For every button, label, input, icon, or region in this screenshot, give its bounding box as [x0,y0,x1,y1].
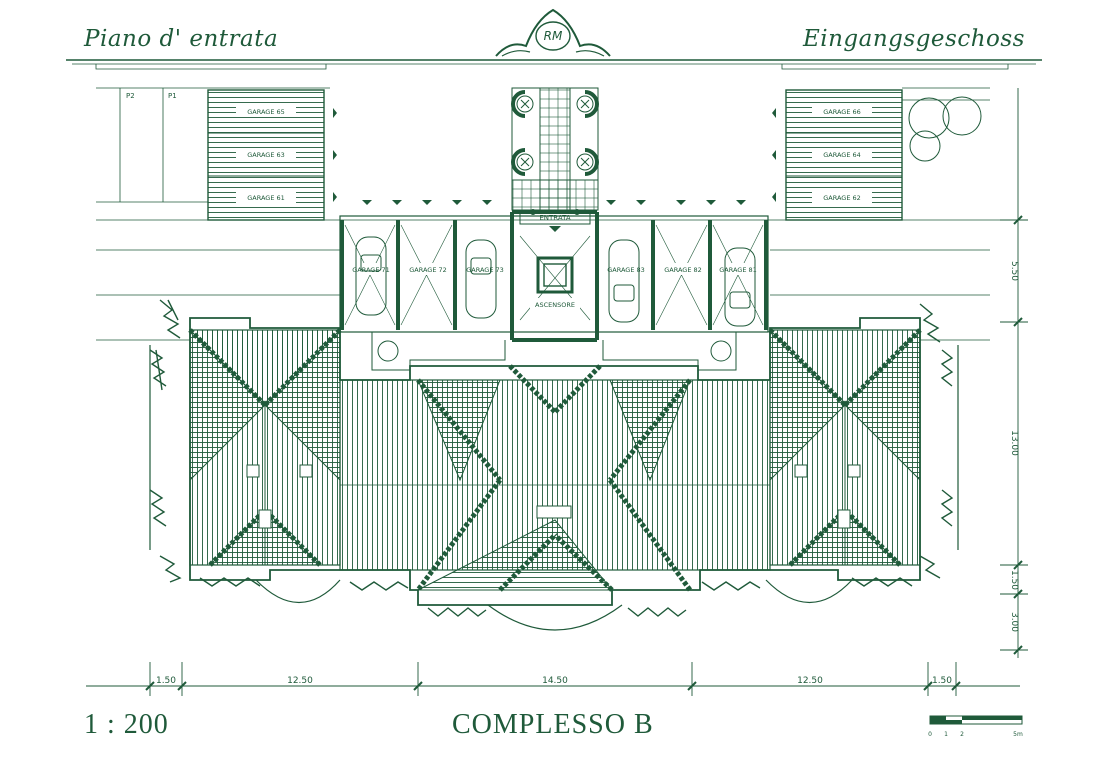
driveway-markers [333,108,776,205]
dim-bottom-2: 12.50 [287,676,313,686]
title-right: Eingangsgeschoss [802,26,1025,52]
scalebar-label-1: 1 [944,731,948,738]
garage-72-label: GARAGE 72 [409,266,447,274]
balconies [149,345,959,631]
scalebar-labels: 0 1 2 5m [928,731,1023,738]
planting [149,299,954,617]
garage-block-top-right: GARAGE 66 GARAGE 64 GARAGE 62 [785,87,990,221]
dim-bottom-3: 14.50 [542,676,568,686]
scalebar-label-5m: 5m [1013,731,1023,738]
elevator-label: ASCENSORE [535,301,575,309]
dim-bottom-4: 12.50 [797,676,823,686]
garage-82-label: GARAGE 82 [664,266,702,274]
garage-62-label: GARAGE 62 [823,194,861,202]
roof-plan [188,317,922,606]
garage-71-label: GARAGE 71 [352,266,390,274]
header-cornice [66,59,1042,70]
parking-p1: P1 [168,92,177,100]
logo-monogram: RM [544,29,563,43]
stair-elevator-core: ENTRATA ASCENSORE [519,209,591,321]
garage-73-label: GARAGE 73 [466,266,504,274]
garage-64-label: GARAGE 64 [823,151,861,159]
dim-right-3: 1.50 [1009,570,1019,590]
garage-63-label: GARAGE 63 [247,151,285,159]
garage-81-label: GARAGE 81 [719,266,757,274]
entrance-label: ENTRATA [539,214,570,222]
dimension-labels-right: 5.50 13.00 1.50 3.00 [1009,261,1019,632]
dimension-labels-bottom: 1.50 12.50 14.50 12.50 1.50 [156,676,952,686]
terrace-right [602,332,737,371]
complex-name: COMPLESSO B [452,709,654,740]
monogram-logo: RM [495,8,611,57]
dim-right-2: 13.00 [1009,430,1019,456]
title-left: Piano d' entrata [84,26,279,52]
road-lines [96,219,1010,341]
garage-block-top-left: GARAGE 65 GARAGE 63 GARAGE 61 [207,89,325,221]
scalebar-label-0: 0 [928,731,932,738]
terrace-left [371,332,506,371]
garage-66-label: GARAGE 66 [823,108,861,116]
scalebar-label-2: 2 [960,731,964,738]
parking-p2: P2 [126,92,135,100]
dim-right-4: 3.00 [1009,612,1019,632]
dim-right-1: 5.50 [1009,261,1019,281]
dimension-line-bottom [86,662,1020,696]
entrance-path [511,87,599,211]
garage-65-label: GARAGE 65 [247,108,285,116]
drawing-scale: 1 : 200 [84,709,169,740]
dimension-line-right [1000,88,1028,658]
garage-83-label: GARAGE 83 [607,266,645,274]
trees [908,96,982,162]
dim-bottom-1: 1.50 [156,676,176,686]
dim-bottom-5: 1.50 [932,676,952,686]
garage-61-label: GARAGE 61 [247,194,285,202]
garage-row: GARAGE 71 GARAGE 72 GARAGE 73 GARAGE 83 … [339,210,769,342]
scale-bar [929,715,1023,725]
